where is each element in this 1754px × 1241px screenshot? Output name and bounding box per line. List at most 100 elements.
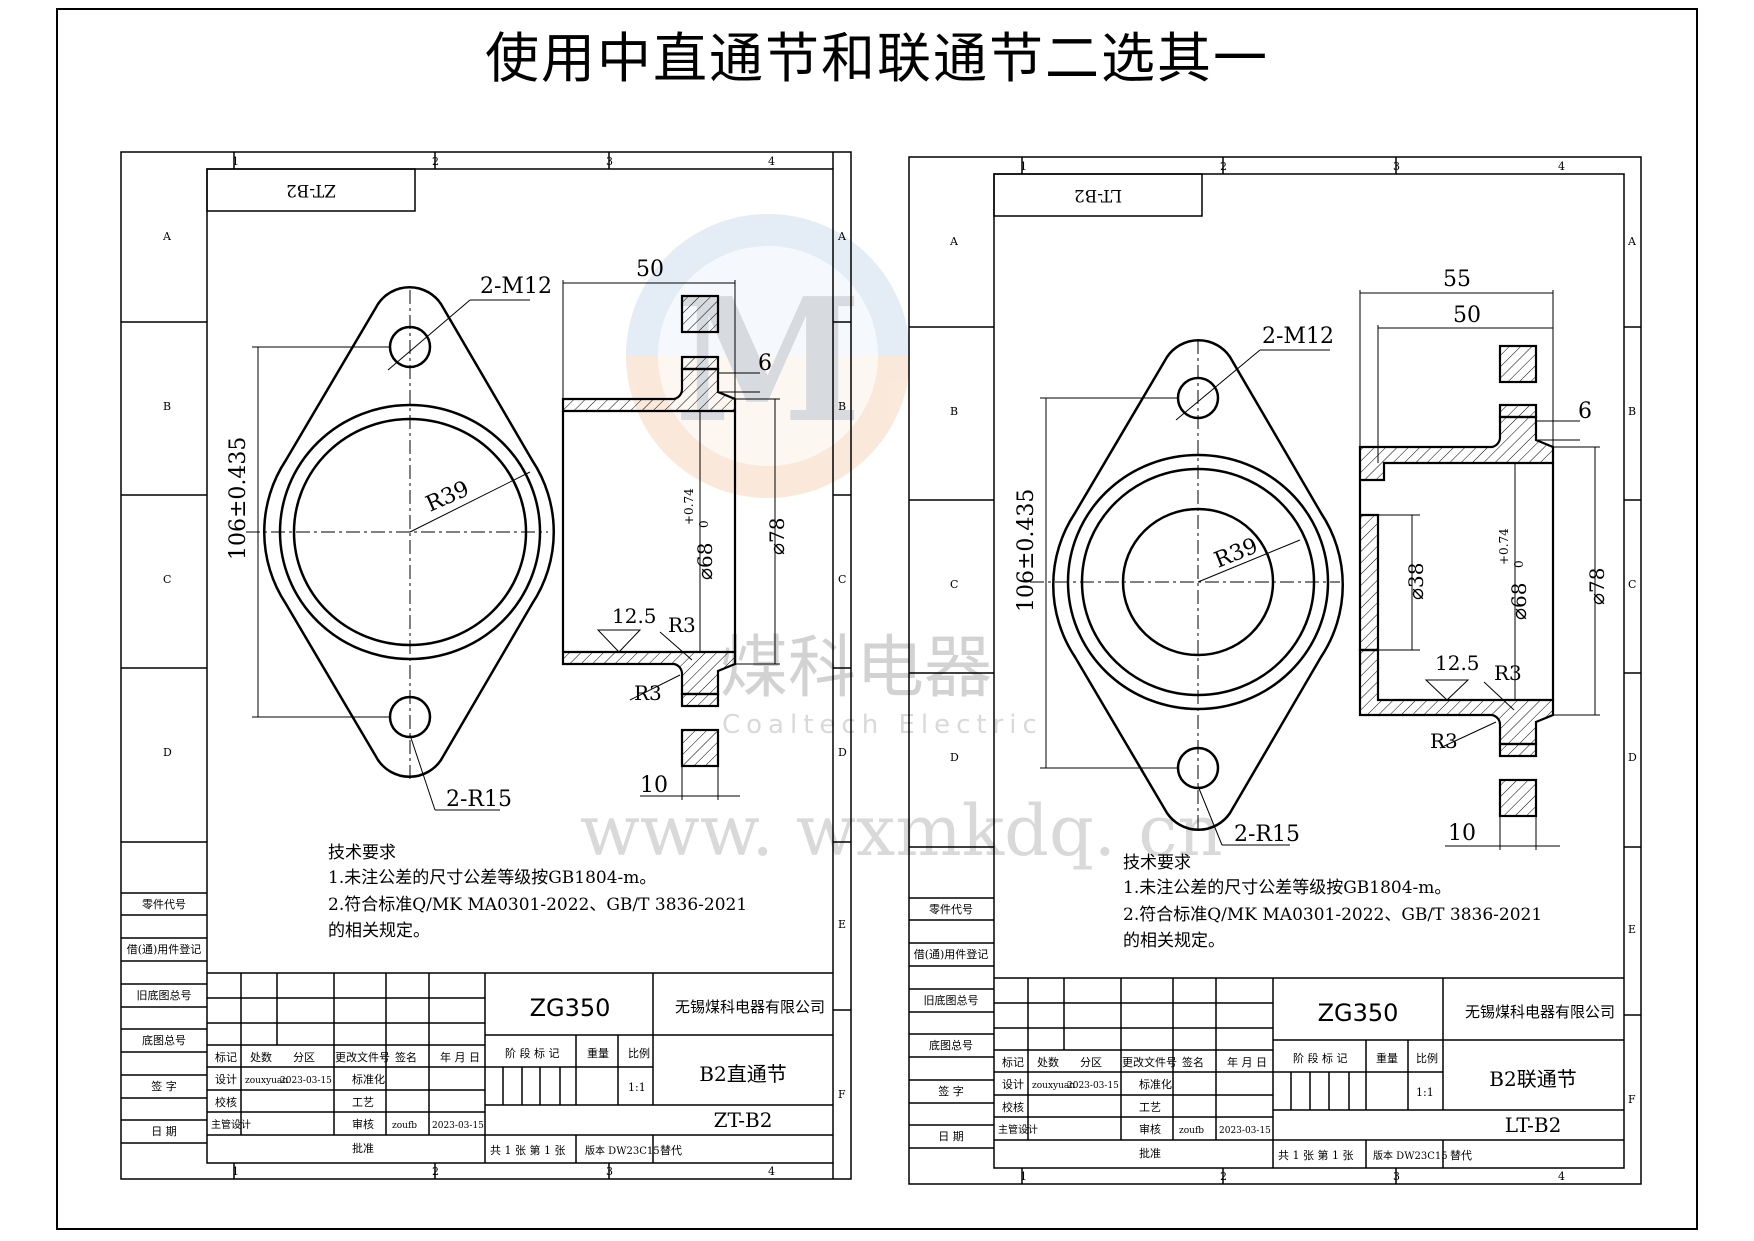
zone-num: 3 <box>1393 1170 1400 1183</box>
zone-num: 1 <box>1020 160 1027 173</box>
dim-dia-tol-up: +0.74 <box>1497 528 1511 565</box>
zone-letter: B <box>1628 405 1636 418</box>
tb-row: 校核 <box>1002 1100 1024 1114</box>
tb-header: 年 月 日 <box>440 1050 480 1064</box>
page-border <box>56 8 1698 1230</box>
tb-header: 更改文件号 <box>1122 1055 1177 1069</box>
code-box: ZT-B2 <box>286 180 336 200</box>
tech-req-line: 的相关规定。 <box>1123 931 1225 951</box>
dim-dia-tol-lo: 0 <box>697 520 711 528</box>
zone-num: 3 <box>606 1165 613 1178</box>
dim-flange: 6 <box>758 351 772 376</box>
dim-dia-tol-up: +0.74 <box>682 488 696 525</box>
dim-rough: 12.5 <box>1435 651 1480 675</box>
dim-dia-small: ⌀38 <box>1404 563 1428 601</box>
side-label: 旧底图总号 <box>137 988 192 1002</box>
dim-flange: 6 <box>1578 399 1592 424</box>
zone-letter: A <box>1627 235 1637 248</box>
tb-designer: zouxyuan <box>1032 1081 1075 1091</box>
dim-bolt-radius: 2-R15 <box>446 787 512 812</box>
tb-reviewer: zoufb <box>1179 1126 1204 1136</box>
zone-letter: A <box>162 230 172 243</box>
tb-company: 无锡煤科电器有限公司 <box>1465 1003 1615 1021</box>
zone-num: 2 <box>432 155 439 168</box>
zone-letter: E <box>1628 923 1636 936</box>
side-label: 底图总号 <box>929 1038 973 1052</box>
zone-letter: B <box>163 400 171 413</box>
tb-stage: 重量 <box>1376 1051 1398 1065</box>
tech-req-line: 1.未注公差的尺寸公差等级按GB1804-m。 <box>1123 878 1451 898</box>
tb-reviewer: zoufb <box>392 1121 417 1131</box>
tb-header: 分区 <box>1080 1056 1102 1069</box>
zone-letter: D <box>950 751 959 764</box>
dim-dia-tol-lo: 0 <box>1512 560 1526 568</box>
dim-bolt-radius: 2-R15 <box>1234 822 1300 847</box>
tb-row: 主管设计 <box>998 1123 1038 1136</box>
zone-num: 3 <box>1393 160 1400 173</box>
zone-num: 1 <box>1020 1170 1027 1183</box>
tb-header: 标记 <box>1002 1055 1024 1069</box>
tb-header: 签名 <box>1182 1055 1204 1069</box>
zone-letter: C <box>1628 578 1636 591</box>
dim-thick: 10 <box>1448 821 1476 846</box>
tb-header: 处数 <box>250 1051 272 1064</box>
tb-header: 更改文件号 <box>335 1050 390 1064</box>
tb-stage: 比例 <box>628 1046 650 1060</box>
dim-dia-in: ⌀68 <box>1507 583 1531 621</box>
dim-height: 106±0.435 <box>1014 489 1039 612</box>
tb-design-date: 2023-03-15 <box>280 1076 332 1086</box>
side-label: 借(通)用件登记 <box>127 942 202 956</box>
zone-letter: F <box>838 1088 846 1101</box>
tech-req-line: 2.符合标准Q/MK MA0301-2022、GB/T 3836-2021 <box>328 895 747 915</box>
dim-r-bot: R3 <box>1430 729 1458 753</box>
zone-letter: B <box>838 400 846 413</box>
zone-letter: C <box>838 573 846 586</box>
zone-letter: D <box>838 746 847 759</box>
side-label: 旧底图总号 <box>924 993 979 1007</box>
tb-review-date: 2023-03-15 <box>432 1121 484 1131</box>
zone-num: 2 <box>432 1165 439 1178</box>
code-box: LT-B2 <box>1074 185 1122 205</box>
tb-version: 版本 DW23C15 <box>1373 1149 1448 1162</box>
zone-num: 4 <box>768 1165 775 1178</box>
tb-replace: 替代 <box>660 1143 682 1157</box>
tb-replace: 替代 <box>1450 1148 1472 1162</box>
dim-thick: 10 <box>640 773 668 798</box>
tb-stage: 重量 <box>587 1046 609 1060</box>
tech-req-line: 1.未注公差的尺寸公差等级按GB1804-m。 <box>328 868 656 888</box>
side-label: 零件代号 <box>142 898 186 911</box>
tb-stage: 比例 <box>1416 1051 1438 1065</box>
zone-letter: C <box>950 578 958 591</box>
tb-scale: 1:1 <box>628 1081 646 1094</box>
tb-part-name: B2直通节 <box>699 1062 786 1086</box>
zone-letter: D <box>163 746 172 759</box>
page-title: 使用中直通节和联通节二选其一 <box>485 27 1269 90</box>
side-label: 底图总号 <box>142 1033 186 1047</box>
zone-letter: D <box>1628 751 1637 764</box>
dim-height: 106±0.435 <box>226 437 251 560</box>
tb-header: 年 月 日 <box>1227 1055 1267 1069</box>
dim-dia-out: ⌀78 <box>1585 568 1609 606</box>
zone-num: 1 <box>232 1165 239 1178</box>
tb-design-date: 2023-03-15 <box>1067 1081 1119 1091</box>
tb-row: 主管设计 <box>211 1118 251 1131</box>
tb-drawing-no: ZT-B2 <box>714 1108 773 1132</box>
tb-mid: 标准化 <box>1139 1077 1172 1091</box>
zone-letter: C <box>163 573 171 586</box>
tb-stage: 阶 段 标 记 <box>505 1046 560 1060</box>
zone-letter: F <box>1628 1093 1636 1106</box>
tb-row: 设计 <box>1002 1078 1024 1091</box>
side-label: 零件代号 <box>929 903 973 916</box>
dim-holes: 2-M12 <box>1262 324 1334 349</box>
tb-review-date: 2023-03-15 <box>1219 1126 1271 1136</box>
tb-scale: 1:1 <box>1416 1086 1434 1099</box>
tb-header: 分区 <box>293 1051 315 1064</box>
side-label: 日 期 <box>938 1130 964 1143</box>
tb-mid: 审核 <box>352 1117 374 1131</box>
zone-num: 2 <box>1220 160 1227 173</box>
dim-width: 50 <box>1453 303 1481 328</box>
tb-version: 版本 DW23C15 <box>585 1144 660 1157</box>
tech-req-line: 的相关规定。 <box>328 921 430 941</box>
